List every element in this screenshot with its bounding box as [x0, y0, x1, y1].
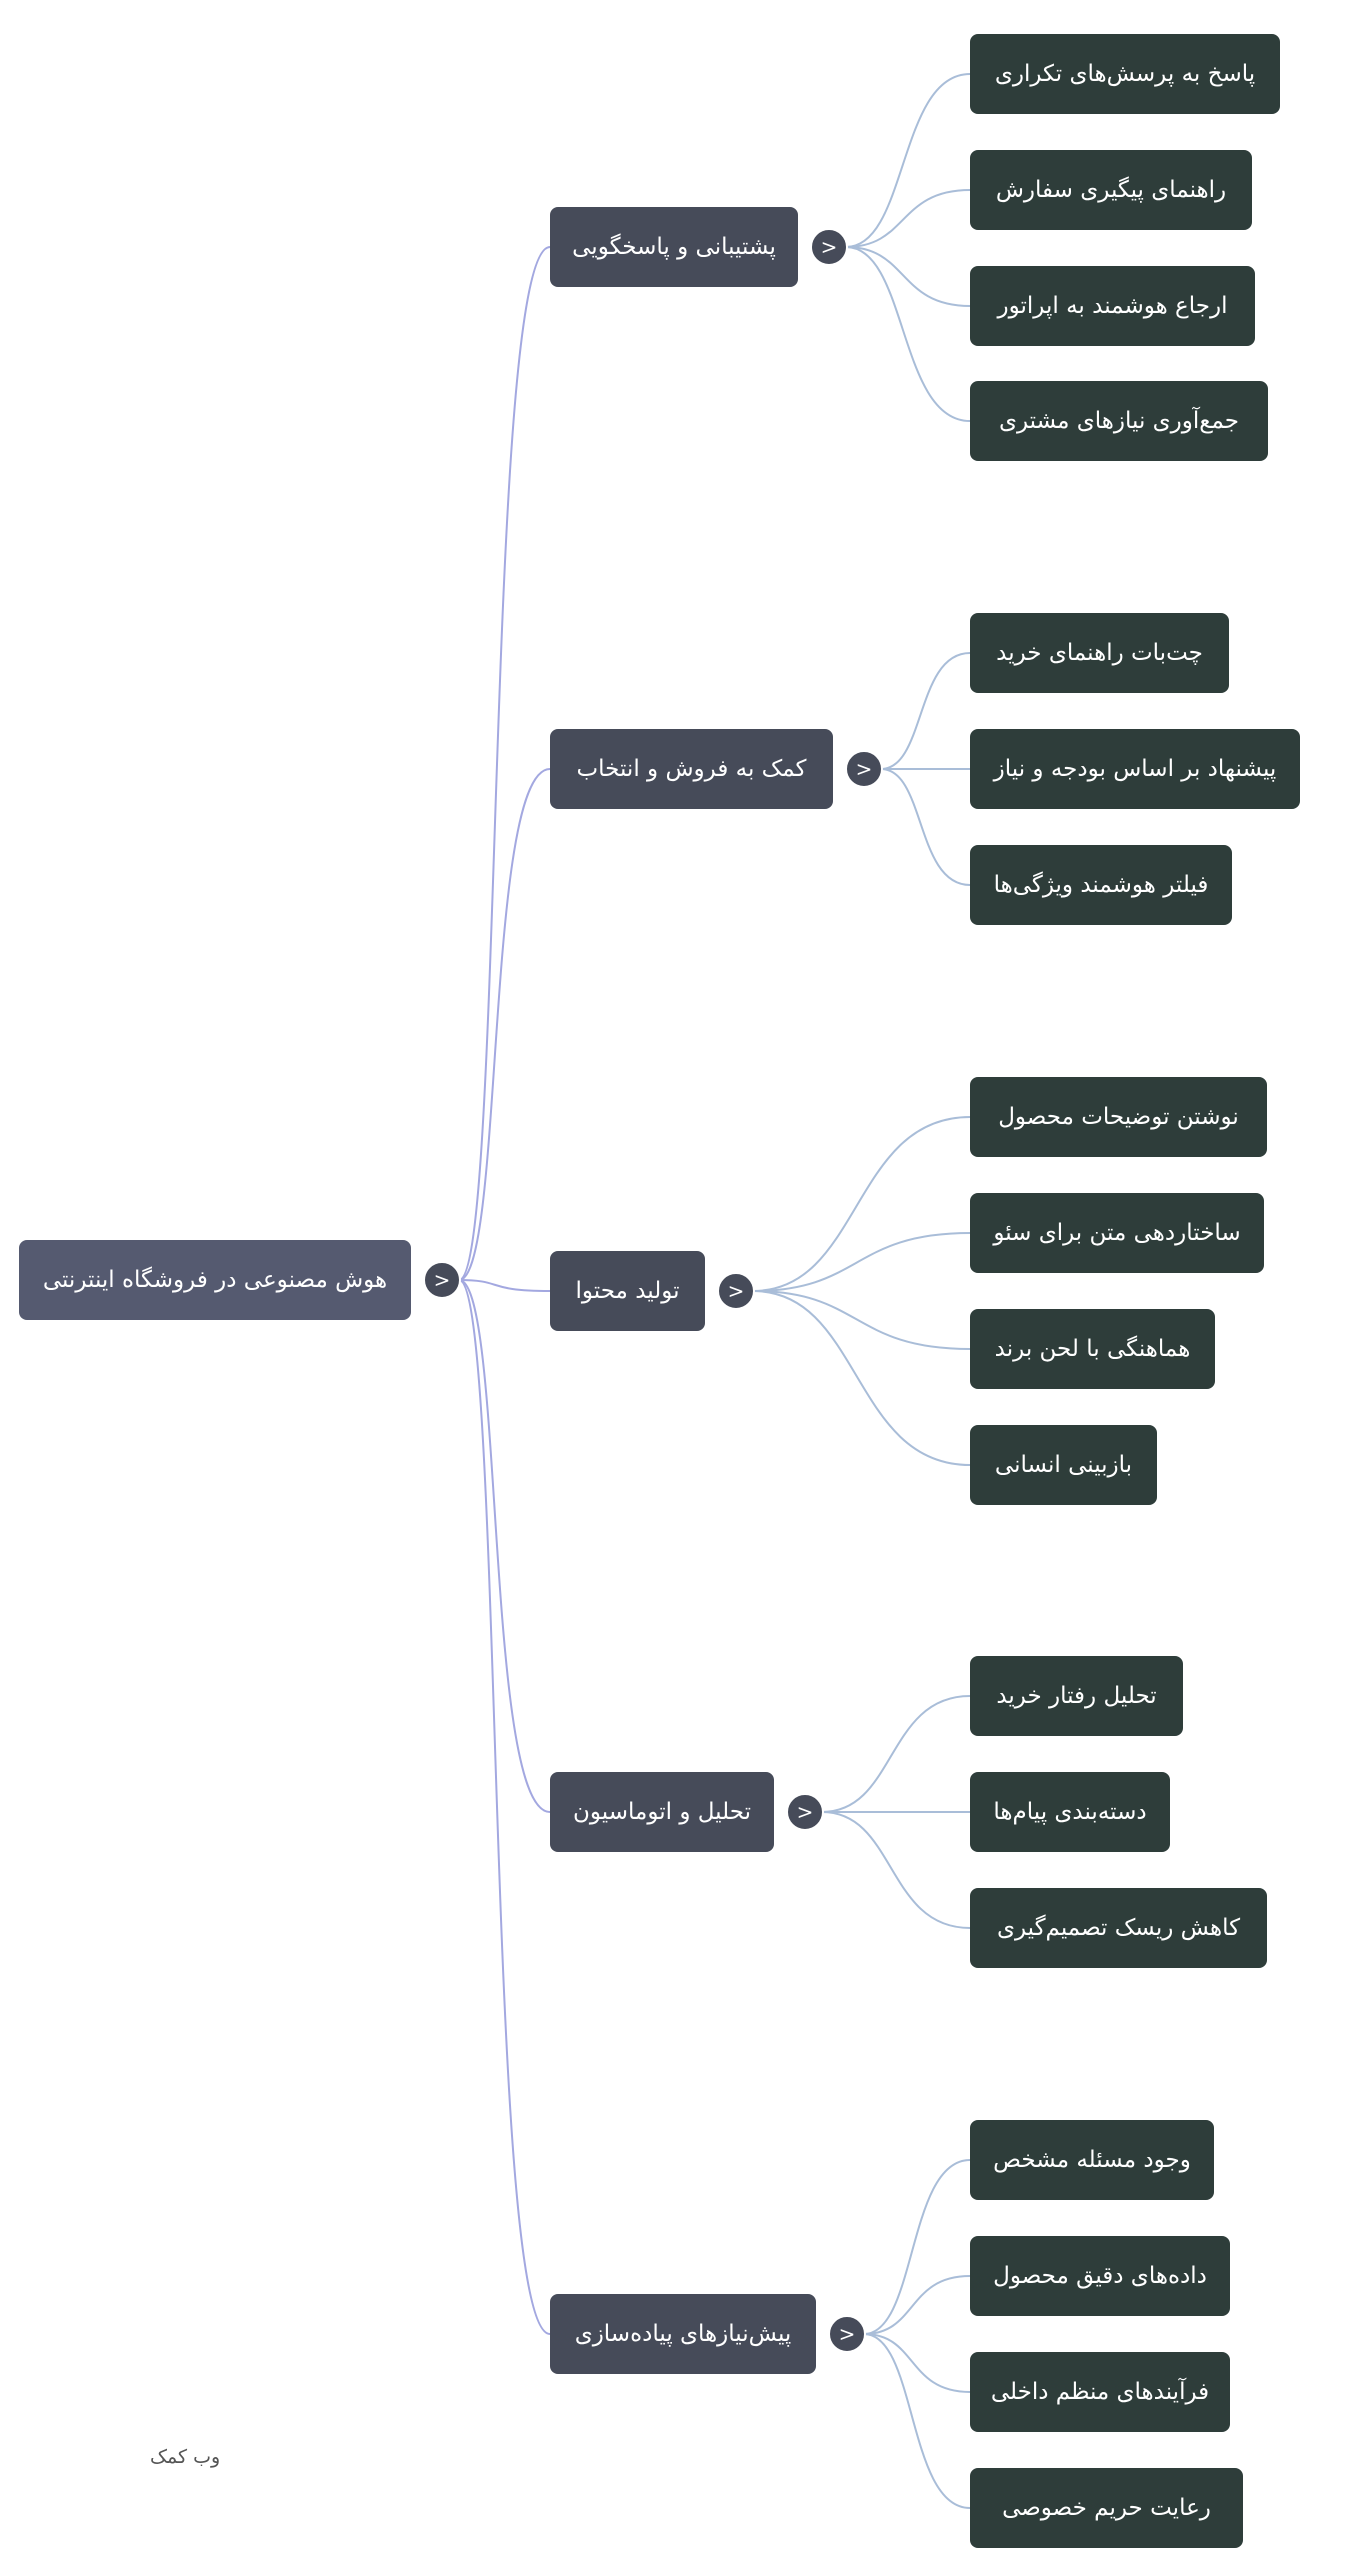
branch-collapse-toggle-icon[interactable]: > — [845, 750, 883, 788]
branch-node[interactable]: کمک به فروش و انتخاب — [550, 729, 833, 809]
branch-connector-line — [458, 246, 551, 1281]
leaf-connector-line — [863, 2333, 971, 2509]
branch-connector-line — [458, 1279, 551, 2335]
leaf-node[interactable]: هماهنگی با لحن برند — [970, 1309, 1215, 1389]
branch-node[interactable]: تولید محتوا — [550, 1251, 705, 1331]
leaf-connector-line — [845, 246, 971, 307]
leaf-connector-line — [880, 652, 971, 770]
branch-node[interactable]: پشتیبانی و پاسخگویی — [550, 207, 798, 287]
leaf-node[interactable]: ساختاردهی متن برای سئو — [970, 1193, 1264, 1273]
branch-connector-line — [458, 1279, 551, 1292]
branch-collapse-toggle-icon[interactable]: > — [786, 1793, 824, 1831]
branch-node[interactable]: پیش‌نیازهای پیاده‌سازی — [550, 2294, 816, 2374]
leaf-node[interactable]: فرآیندهای منظم داخلی — [970, 2352, 1230, 2432]
leaf-node[interactable]: وجود مسئله مشخص — [970, 2120, 1214, 2200]
leaf-connector-line — [752, 1232, 971, 1292]
leaf-connector-line — [821, 1695, 971, 1813]
leaf-node[interactable]: چت‌بات راهنمای خرید — [970, 613, 1229, 693]
leaf-node[interactable]: دسته‌بندی پیام‌ها — [970, 1772, 1170, 1852]
leaf-connector-line — [880, 768, 971, 886]
leaf-connector-line — [863, 2159, 971, 2335]
leaf-connector-line — [845, 246, 971, 422]
leaf-connector-line — [821, 1811, 971, 1929]
leaf-connector-line — [863, 2275, 971, 2335]
watermark-text: وب کمک — [150, 2446, 221, 2468]
leaf-connector-line — [752, 1290, 971, 1466]
leaf-node[interactable]: رعایت حریم خصوصی — [970, 2468, 1243, 2548]
branch-connector-line — [458, 768, 551, 1281]
leaf-node[interactable]: پاسخ به پرسش‌های تکراری — [970, 34, 1280, 114]
leaf-connector-line — [845, 189, 971, 248]
root-node[interactable]: هوش مصنوعی در فروشگاه اینترنتی — [19, 1240, 411, 1320]
leaf-node[interactable]: راهنمای پیگیری سفارش — [970, 150, 1252, 230]
root-collapse-toggle-icon[interactable]: > — [423, 1261, 461, 1299]
branch-node[interactable]: تحلیل و اتوماسیون — [550, 1772, 774, 1852]
leaf-node[interactable]: فیلتر هوشمند ویژگی‌ها — [970, 845, 1232, 925]
leaf-node[interactable]: داده‌های دقیق محصول — [970, 2236, 1230, 2316]
leaf-node[interactable]: بازبینی انسانی — [970, 1425, 1157, 1505]
leaf-node[interactable]: جمع‌آوری نیازهای مشتری — [970, 381, 1268, 461]
branch-collapse-toggle-icon[interactable]: > — [717, 1272, 755, 1310]
leaf-connector-line — [845, 73, 971, 248]
leaf-connector-line — [863, 2333, 971, 2393]
leaf-node[interactable]: کاهش ریسک تصمیم‌گیری — [970, 1888, 1267, 1968]
leaf-node[interactable]: تحلیل رفتار خرید — [970, 1656, 1183, 1736]
branch-connector-line — [458, 1279, 551, 1813]
leaf-connector-line — [752, 1290, 971, 1350]
branch-collapse-toggle-icon[interactable]: > — [828, 2315, 866, 2353]
leaf-node[interactable]: ارجاع هوشمند به اپراتور — [970, 266, 1255, 346]
leaf-node[interactable]: پیشنهاد بر اساس بودجه و نیاز — [970, 729, 1300, 809]
branch-collapse-toggle-icon[interactable]: > — [810, 228, 848, 266]
leaf-connector-line — [752, 1116, 971, 1292]
leaf-node[interactable]: نوشتن توضیحات محصول — [970, 1077, 1267, 1157]
